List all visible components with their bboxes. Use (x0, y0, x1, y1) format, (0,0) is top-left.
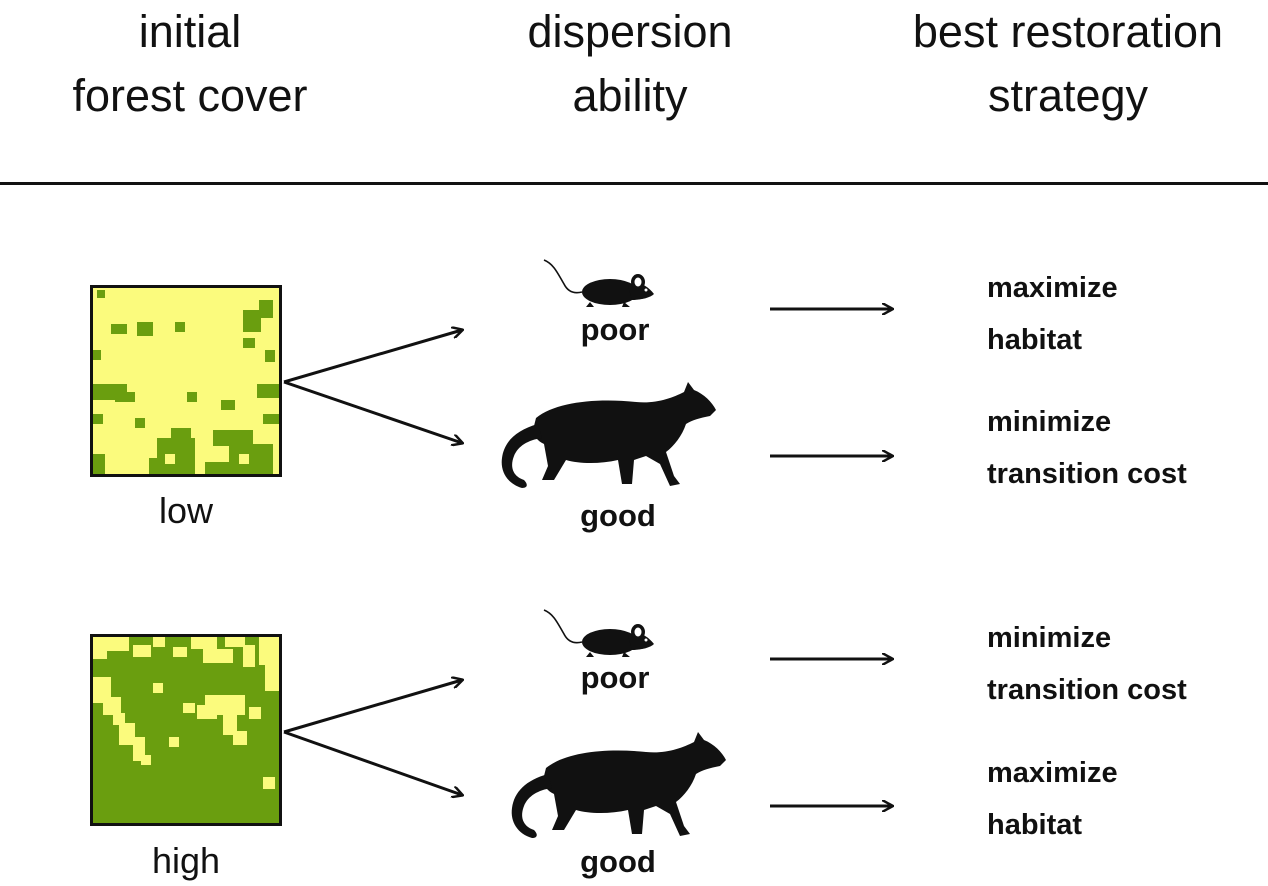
cover-label-high: high (151, 840, 221, 881)
strategy-high-good: maximize habitat (987, 747, 1118, 851)
landscape-grid (93, 288, 279, 474)
header-line: initial (138, 6, 242, 57)
header-line: forest cover (72, 70, 308, 121)
high-forest-cover-map (90, 634, 282, 826)
header-dispersion-ability: dispersion ability (460, 0, 800, 128)
landscape-grid (93, 637, 279, 823)
strategy-low-poor: maximize habitat (987, 262, 1118, 366)
strategy-line: minimize (987, 622, 1112, 654)
branch-arrow (283, 680, 462, 734)
header-best-restoration-strategy: best restoration strategy (868, 0, 1268, 128)
cover-label-low: low (158, 490, 214, 531)
branch-arrow (283, 730, 462, 795)
strategy-low-good: minimize transition cost (987, 396, 1187, 500)
dispersion-label-good: good (580, 844, 656, 879)
strategy-line: transition cost (987, 458, 1187, 490)
branch-arrow (283, 330, 462, 384)
header-line: dispersion (527, 6, 733, 57)
strategy-line: maximize (987, 272, 1118, 304)
branch-arrow (283, 380, 462, 443)
header-line: ability (572, 70, 688, 121)
strategy-line: minimize (987, 406, 1112, 438)
mouse-icon (543, 609, 654, 657)
strategy-line: habitat (987, 809, 1083, 841)
dispersion-label-poor: poor (580, 660, 650, 695)
low-forest-cover-map (90, 285, 282, 477)
header-line: best restoration (912, 6, 1224, 57)
header-initial-forest-cover: initial forest cover (20, 0, 360, 128)
cat-icon (511, 732, 726, 838)
cat-icon (501, 382, 716, 488)
dispersion-label-good: good (580, 498, 656, 533)
header-divider (0, 182, 1268, 185)
strategy-line: transition cost (987, 674, 1187, 706)
strategy-high-poor: minimize transition cost (987, 612, 1187, 716)
strategy-line: habitat (987, 324, 1083, 356)
strategy-line: maximize (987, 757, 1118, 789)
header-line: strategy (987, 70, 1149, 121)
dispersion-label-poor: poor (580, 312, 650, 347)
mouse-icon (543, 259, 654, 307)
